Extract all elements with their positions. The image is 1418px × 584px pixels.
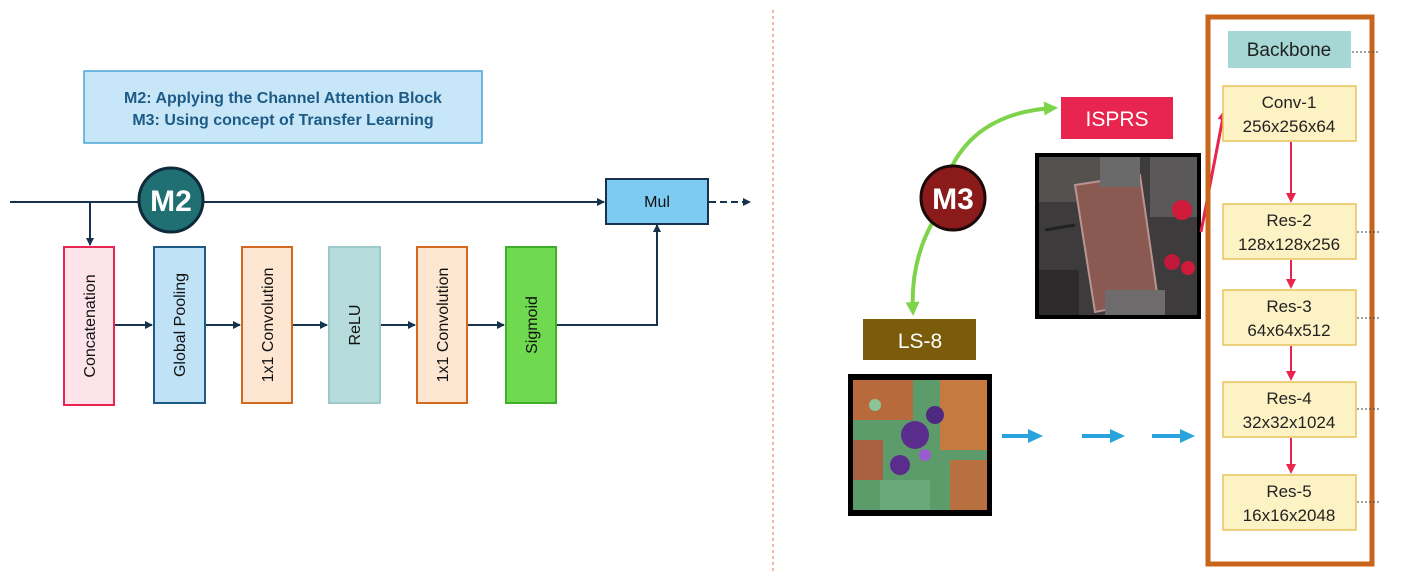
ls8-satellite-image — [848, 374, 992, 516]
backbone-layer-name: Res-2 — [1266, 211, 1311, 230]
attention-block-sigmoid: Sigmoid — [505, 246, 557, 404]
isprs-tag-bg — [1061, 97, 1173, 139]
attention-block-global-pooling: Global Pooling — [153, 246, 206, 404]
backbone-layer-res3: Res-3 64x64x512 — [1222, 289, 1357, 346]
backbone-layer-box — [1222, 381, 1357, 438]
m3-badge-circle — [919, 164, 987, 232]
attention-block-sigmoid-label: Sigmoid — [524, 296, 541, 354]
legend-line-m3: M3: Using concept of Transfer Learning — [132, 112, 433, 129]
isprs-tag: ISPRS — [1061, 97, 1173, 139]
attention-block-conv1-label: 1x1 Convolution — [260, 268, 277, 383]
attention-block-conv2-box — [416, 246, 468, 404]
backbone-title-bg — [1228, 31, 1351, 68]
m3-badge-label: M3 — [932, 183, 974, 216]
isprs-tag-label: ISPRS — [1085, 108, 1148, 131]
backbone-layer-shape: 64x64x512 — [1247, 321, 1330, 340]
m3-badge: M3 — [919, 164, 987, 232]
attention-block-concatenation-box — [63, 246, 115, 406]
feature-flow-arrows — [1002, 429, 1195, 443]
backbone-side-ticks — [1352, 51, 1380, 503]
backbone-layer-res2: Res-2 128x128x256 — [1222, 203, 1357, 260]
mul-block-label: Mul — [644, 194, 670, 211]
isprs-to-conv1-arrow — [1199, 110, 1228, 233]
backbone-layer-shape: 256x256x64 — [1243, 117, 1336, 136]
m2-badge-label: M2 — [150, 185, 192, 218]
transfer-arrow-to-isprs — [950, 101, 1058, 167]
backbone-layer-res4: Res-4 32x32x1024 — [1222, 381, 1357, 438]
backbone-layer-shape: 32x32x1024 — [1243, 413, 1336, 432]
mul-block-box — [605, 178, 709, 225]
backbone-layer-box — [1222, 85, 1357, 142]
backbone-layer-res5: Res-5 16x16x2048 — [1222, 474, 1357, 531]
attention-block-conv1-box — [241, 246, 293, 404]
attention-block-concatenation-label: Concatenation — [82, 274, 99, 377]
backbone-layer-shape: 128x128x256 — [1238, 235, 1340, 254]
attention-block-global-pooling-label: Global Pooling — [172, 273, 189, 377]
ls8-tag: LS-8 — [863, 319, 976, 360]
backbone-layer-box — [1222, 289, 1357, 346]
attention-block-concatenation: Concatenation — [63, 246, 115, 406]
backbone-title: Backbone — [1228, 31, 1351, 68]
backbone-layer-box — [1222, 203, 1357, 260]
m2-badge-circle — [137, 166, 205, 234]
m2-badge: M2 — [137, 166, 205, 234]
backbone-layer-name: Res-4 — [1266, 389, 1311, 408]
arrow-sigmoid-to-mul — [557, 224, 661, 326]
attention-block-relu: ReLU — [328, 246, 381, 404]
backbone-title-label: Backbone — [1247, 40, 1332, 61]
backbone-layer-shape: 16x16x2048 — [1243, 506, 1336, 525]
backbone-layer-name: Res-5 — [1266, 482, 1311, 501]
ls8-tag-label: LS-8 — [898, 330, 942, 353]
attention-block-relu-box — [328, 246, 381, 404]
isprs-aerial-image — [1035, 153, 1201, 319]
attention-block-global-pooling-box — [153, 246, 206, 404]
attention-block-conv2-label: 1x1 Convolution — [435, 268, 452, 383]
backbone-layer-name: Conv-1 — [1262, 93, 1317, 112]
backbone-layer-box — [1222, 474, 1357, 531]
attention-block-sigmoid-box — [505, 246, 557, 404]
attention-block-relu-label: ReLU — [347, 305, 364, 346]
attention-block-conv1: 1x1 Convolution — [241, 246, 293, 404]
legend-line-m2: M2: Applying the Channel Attention Block — [124, 90, 442, 107]
ls8-tag-bg — [863, 319, 976, 360]
backbone-layer-conv1: Conv-1 256x256x64 — [1222, 85, 1357, 142]
transfer-arrow-to-ls8 — [905, 216, 937, 316]
legend-box: M2: Applying the Channel Attention Block… — [83, 70, 483, 144]
attention-block-conv2: 1x1 Convolution — [416, 246, 468, 404]
backbone-frame — [1205, 14, 1375, 567]
backbone-layer-name: Res-3 — [1266, 297, 1311, 316]
mul-block: Mul — [605, 178, 709, 225]
